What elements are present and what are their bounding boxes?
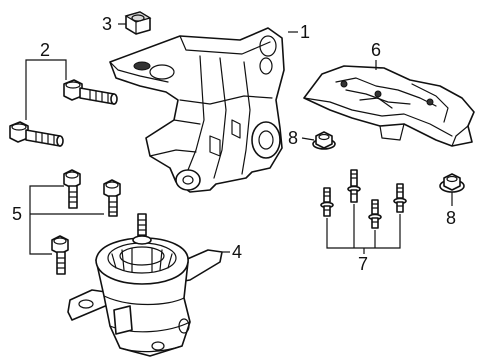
callout-5: 5 [12, 204, 22, 224]
callout-6: 6 [371, 40, 381, 60]
part-3-nut[interactable] [124, 11, 152, 35]
part-7-stud-a[interactable] [320, 187, 334, 217]
part-7-stud-d[interactable] [393, 183, 407, 213]
callout-8-upper: 8 [288, 128, 298, 148]
part-8-flange-nut-upper[interactable] [312, 131, 336, 150]
callout-1: 1 [300, 22, 310, 42]
callout-3: 3 [102, 14, 112, 34]
part-6-heat-shield[interactable] [303, 65, 475, 147]
part-4-engine-mount[interactable] [67, 213, 223, 357]
part-7-stud-c[interactable] [368, 199, 382, 229]
part-8-flange-nut-lower[interactable] [439, 173, 465, 193]
part-5-bolt-c[interactable] [51, 235, 69, 275]
callout-8-lower: 8 [446, 208, 456, 228]
callout-4: 4 [232, 242, 242, 262]
leader-lines [25, 23, 453, 255]
part-2-bolt-lower[interactable] [9, 121, 64, 147]
callout-2: 2 [40, 40, 50, 60]
part-2-bolt-upper[interactable] [63, 79, 118, 105]
part-1-mount-bracket[interactable] [109, 27, 285, 193]
part-7-stud-b[interactable] [347, 169, 361, 203]
part-5-bolt-a[interactable] [63, 169, 81, 209]
part-5-bolt-b[interactable] [103, 179, 121, 217]
callout-7: 7 [358, 254, 368, 274]
